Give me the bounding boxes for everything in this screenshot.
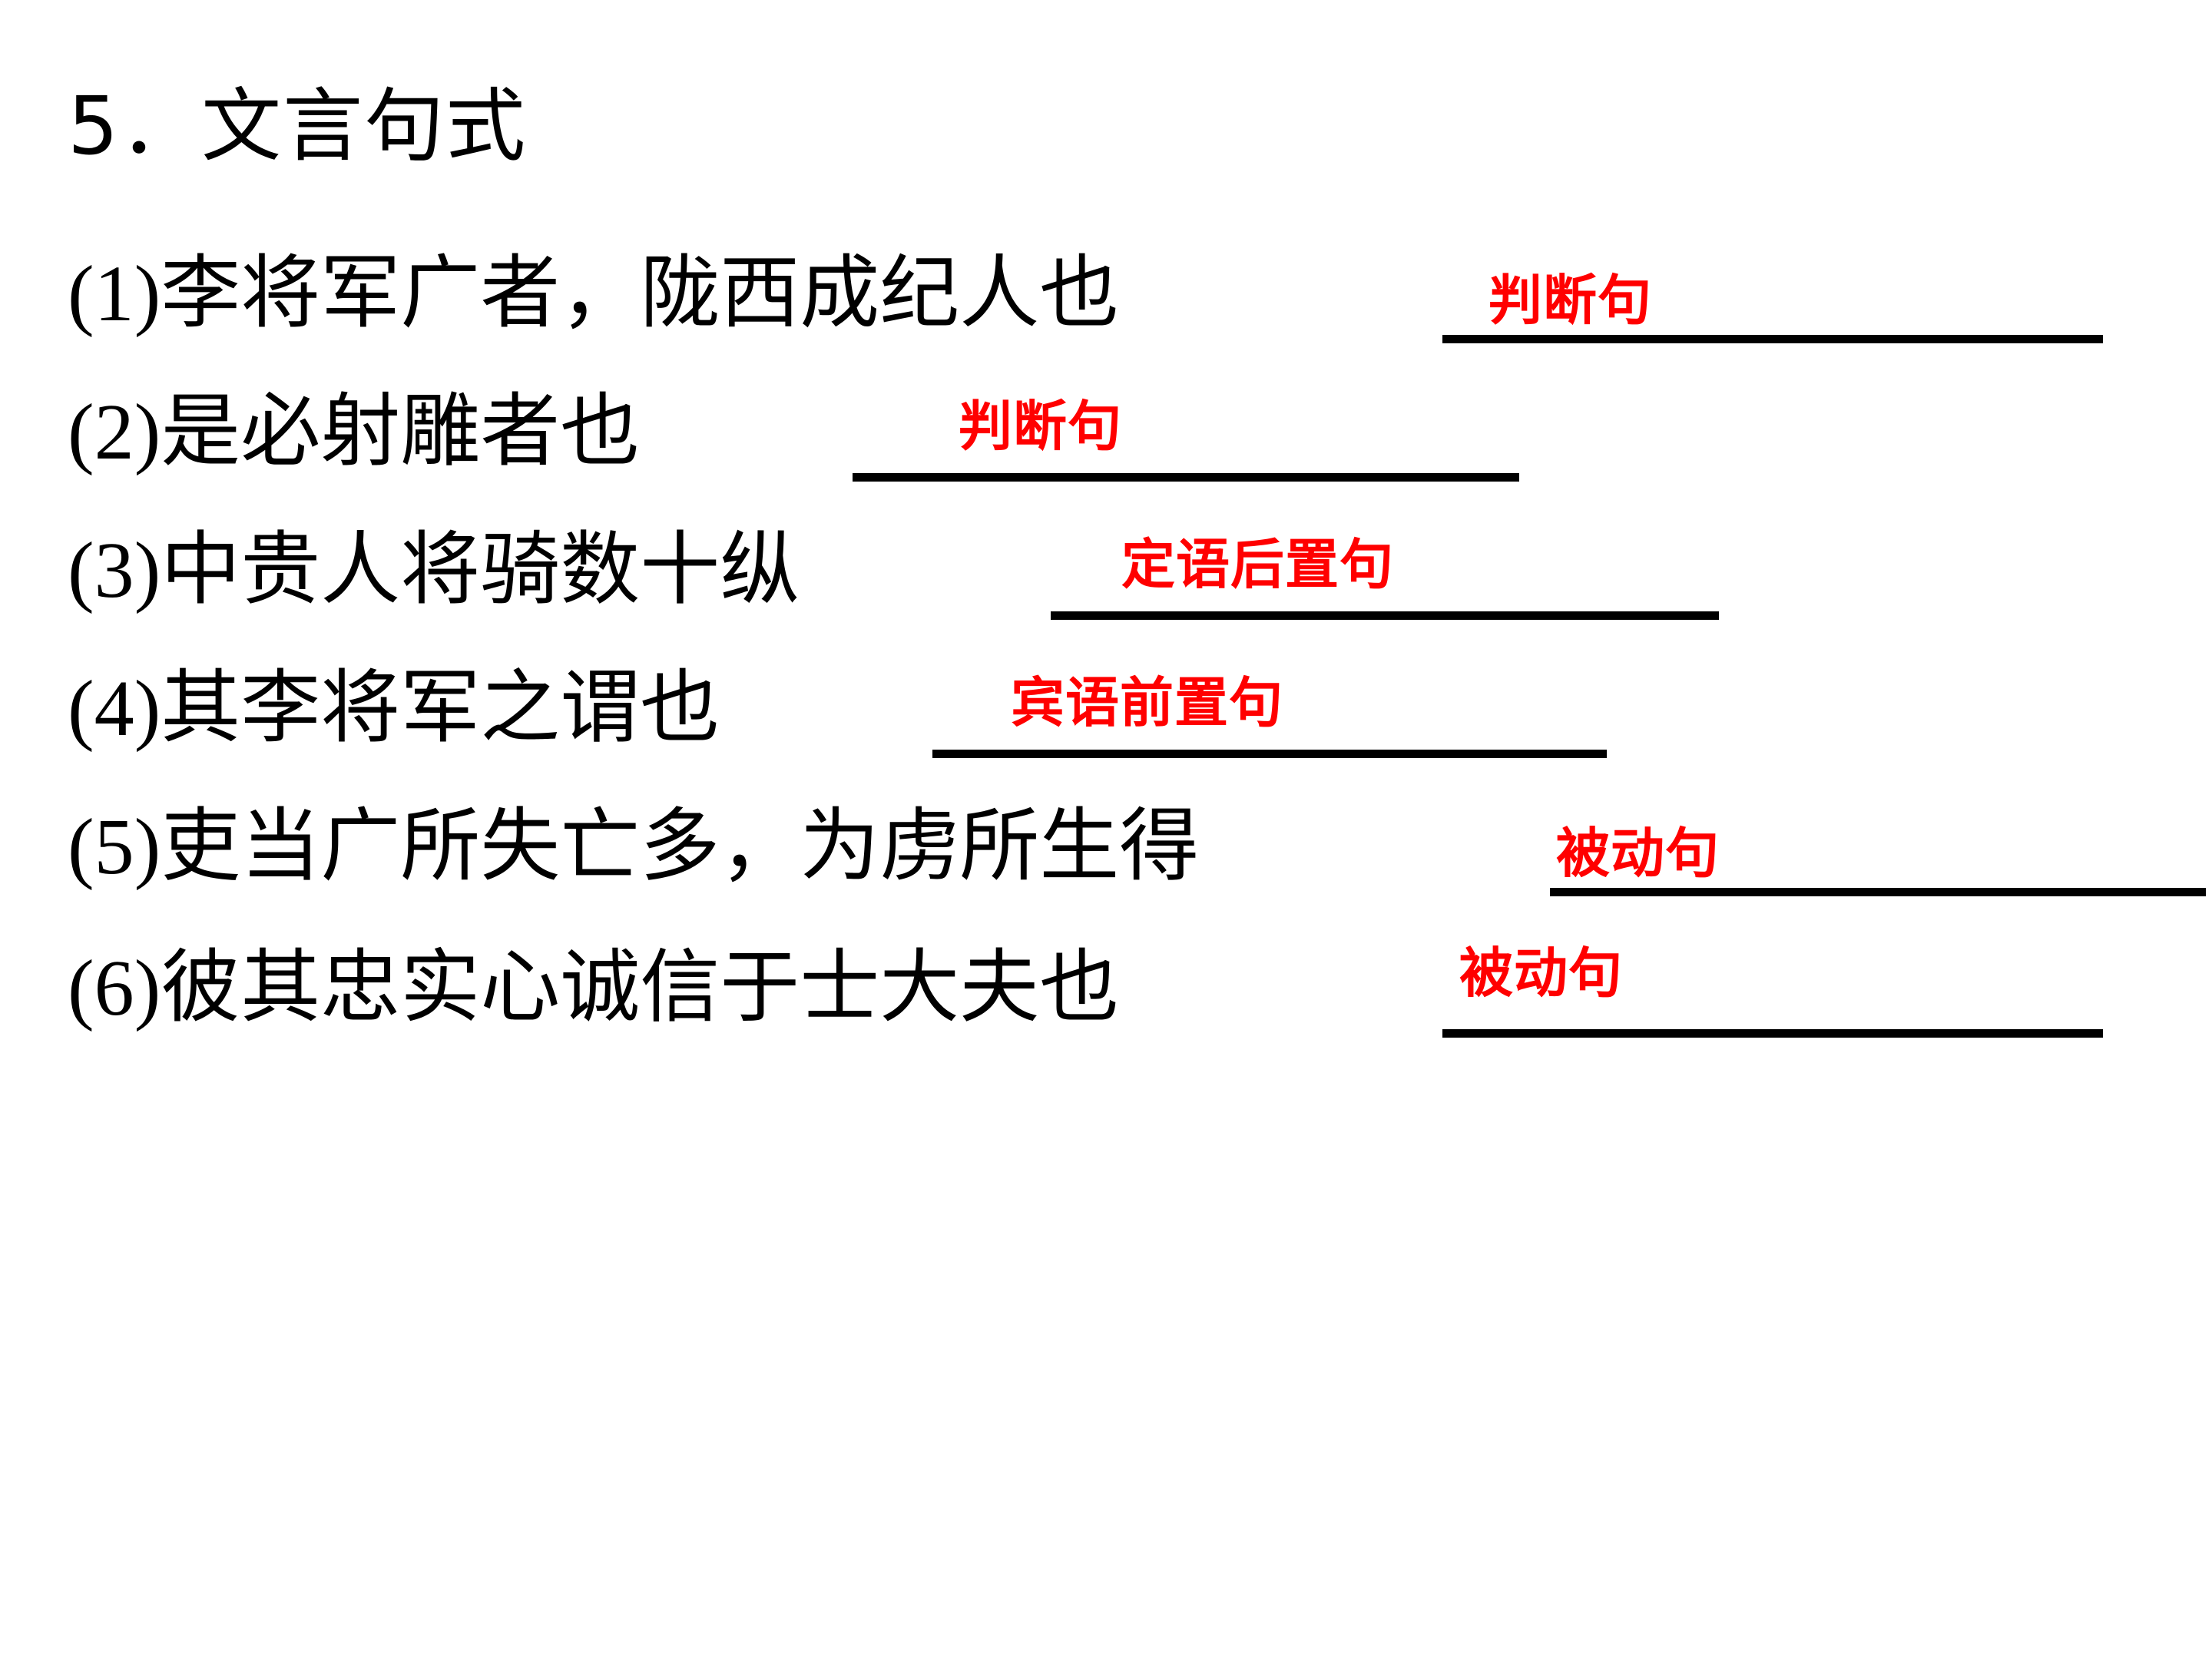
- answer-label: 判断句: [959, 395, 1122, 458]
- answer-blank-line: [1051, 611, 1719, 620]
- answer-label: 宾语前置句: [1011, 671, 1283, 734]
- question-row: (3)中贵人将骑数十纵 定语后置句: [68, 521, 1719, 644]
- answer-blank-line: [1550, 888, 2206, 896]
- answer-blank-line: [853, 473, 1519, 482]
- answer-blank-line: [1442, 335, 2103, 343]
- question-number: (3): [68, 526, 161, 614]
- answer-label: 被动句: [1556, 822, 1720, 885]
- question-sentence: 彼其忠实心诚信于士大夫也: [161, 944, 1120, 1032]
- answer-label: 被动句: [1459, 942, 1623, 1005]
- question-row: (5)吏当广所失亡多，为虏所生得 被动句: [68, 797, 2206, 920]
- question-row: (6)彼其忠实心诚信于士大夫也 被动句: [68, 939, 2103, 1061]
- question-row: (2)是必射雕者也 判断句: [68, 382, 1519, 505]
- question-number: (6): [68, 944, 161, 1032]
- answer-blank-line: [1442, 1029, 2103, 1038]
- answer-label: 定语后置句: [1121, 533, 1394, 596]
- question-row: (4)其李将军之谓也 宾语前置句: [68, 659, 1607, 782]
- question-sentence: 是必射雕者也: [161, 388, 641, 476]
- question-number: (1): [68, 250, 161, 338]
- question-number: (4): [68, 664, 161, 753]
- question-number: (5): [68, 803, 161, 891]
- answer-label: 判断句: [1488, 269, 1652, 332]
- page-title: 5．文言句式: [68, 79, 528, 173]
- question-sentence: 其李将军之谓也: [161, 664, 720, 753]
- answer-blank-line: [932, 750, 1607, 758]
- question-sentence: 李将军广者，陇西成纪人也: [161, 250, 1120, 338]
- question-number: (2): [68, 388, 161, 476]
- question-sentence: 中贵人将骑数十纵: [161, 526, 800, 614]
- question-row: (1)李将军广者，陇西成纪人也 判断句: [68, 244, 2103, 367]
- question-sentence: 吏当广所失亡多，为虏所生得: [161, 803, 1200, 891]
